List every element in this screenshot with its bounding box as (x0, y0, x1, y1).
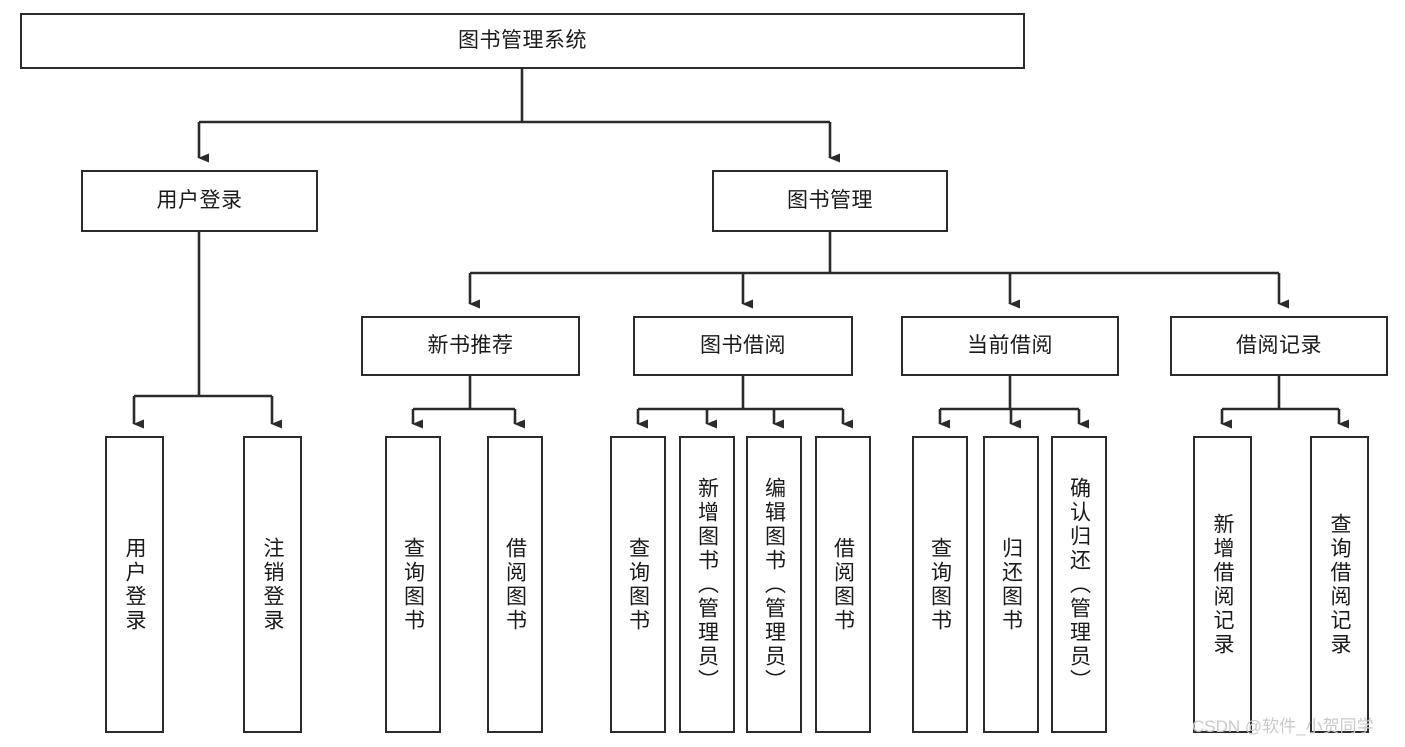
node-label-leaf-user-login: 用户登录 (123, 536, 146, 633)
node-label-book-management: 图书管理 (787, 188, 873, 212)
node-label-leaf-confirm-return: 确认归还（管理员） (1067, 476, 1091, 693)
node-label-leaf-edit-book: 编辑图书（管理员） (762, 476, 786, 693)
node-label-leaf-query-book-2: 查询图书 (626, 536, 650, 633)
node-label-leaf-return-book: 归还图书 (999, 536, 1023, 633)
node-book-borrow[interactable]: 图书借阅 (633, 316, 853, 376)
node-leaf-query-book-recommend[interactable]: 查询图书 (385, 436, 441, 733)
node-user-login[interactable]: 用户登录 (81, 170, 318, 232)
node-label-book-borrow: 图书借阅 (700, 333, 786, 357)
csdn-watermark: CSDN @软件_小贺同学 (1192, 717, 1374, 736)
node-label-leaf-query-record: 查询借阅记录 (1328, 512, 1351, 657)
node-leaf-user-login[interactable]: 用户登录 (105, 436, 164, 733)
node-label-leaf-add-record: 新增借阅记录 (1211, 512, 1234, 657)
node-leaf-query-book-current[interactable]: 查询图书 (912, 436, 968, 733)
node-label-leaf-query-book-1: 查询图书 (401, 536, 425, 633)
node-borrow-record[interactable]: 借阅记录 (1170, 316, 1388, 376)
node-leaf-add-borrow-record[interactable]: 新增借阅记录 (1193, 436, 1252, 733)
node-label-leaf-borrow-book-1: 借阅图书 (503, 536, 527, 633)
node-root-book-management-system[interactable]: 图书管理系统 (20, 13, 1025, 69)
node-label-user-login: 用户登录 (156, 188, 243, 212)
node-label-leaf-add-book: 新增图书（管理员） (695, 476, 719, 693)
node-leaf-query-book-borrow[interactable]: 查询图书 (610, 436, 666, 733)
node-label-current-borrow: 当前借阅 (967, 333, 1053, 357)
node-label-new-book-recommend: 新书推荐 (427, 333, 514, 357)
node-label-leaf-borrow-book-2: 借阅图书 (831, 536, 855, 633)
node-leaf-return-book[interactable]: 归还图书 (983, 436, 1039, 733)
node-book-management[interactable]: 图书管理 (712, 170, 948, 232)
node-new-book-recommend[interactable]: 新书推荐 (361, 316, 580, 376)
node-leaf-query-borrow-record[interactable]: 查询借阅记录 (1310, 436, 1369, 733)
node-leaf-edit-book-admin[interactable]: 编辑图书（管理员） (746, 436, 802, 733)
node-label-borrow-record: 借阅记录 (1236, 333, 1322, 357)
node-label-leaf-logout: 注销登录 (261, 536, 284, 633)
node-leaf-logout[interactable]: 注销登录 (243, 436, 302, 733)
node-leaf-borrow-book-recommend[interactable]: 借阅图书 (487, 436, 543, 733)
node-leaf-confirm-return-admin[interactable]: 确认归还（管理员） (1051, 436, 1107, 733)
node-label-leaf-query-book-3: 查询图书 (928, 536, 952, 633)
node-leaf-borrow-book[interactable]: 借阅图书 (815, 436, 871, 733)
node-label-root: 图书管理系统 (458, 28, 587, 52)
node-current-borrow[interactable]: 当前借阅 (901, 316, 1119, 376)
node-leaf-add-book-admin[interactable]: 新增图书（管理员） (679, 436, 735, 733)
